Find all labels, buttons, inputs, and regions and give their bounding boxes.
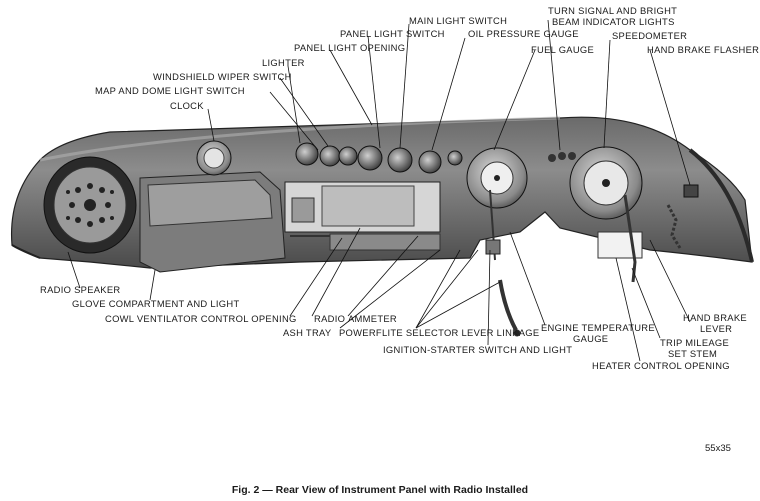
speedometer-shape: [548, 146, 643, 220]
label-radio-speaker: RADIO SPEAKER: [40, 284, 121, 295]
label-hand-brake-lever-line1: HAND BRAKE: [683, 312, 747, 323]
radio-shape: [284, 181, 441, 251]
label-radio: RADIO: [314, 313, 346, 324]
small-gauges: [295, 142, 463, 174]
label-panel-light-opening: PANEL LIGHT OPENING: [294, 42, 406, 53]
label-windshield-wiper-switch: WINDSHIELD WIPER SWITCH: [153, 71, 292, 82]
label-panel-light-switch: PANEL LIGHT SWITCH: [340, 28, 445, 39]
label-hand-brake-lever-line2: LEVER: [700, 323, 733, 334]
label-glove-compartment: GLOVE COMPARTMENT AND LIGHT: [72, 298, 240, 309]
engine-gauge-shape: [466, 147, 528, 209]
label-ammeter: AMMETER: [348, 313, 397, 324]
label-lighter: LIGHTER: [262, 57, 305, 68]
label-fuel-gauge: FUEL GAUGE: [531, 44, 595, 55]
glove-compartment-shape: [139, 171, 286, 273]
label-trip-mileage-line1: TRIP MILEAGE: [660, 337, 730, 348]
label-cowl-ventilator: COWL VENTILATOR CONTROL OPENING: [105, 313, 297, 324]
label-map-dome-light-switch: MAP AND DOME LIGHT SWITCH: [95, 85, 245, 96]
label-engine-temp-line2: GAUGE: [573, 333, 609, 344]
figure-number: 55x35: [705, 443, 731, 454]
label-powerflite: POWERFLITE SELECTOR LEVER LINKAGE: [339, 327, 540, 338]
label-oil-pressure-gauge: OIL PRESSURE GAUGE: [468, 28, 579, 39]
label-ash-tray: ASH TRAY: [283, 327, 332, 338]
label-hand-brake-flasher: HAND BRAKE FLASHER: [647, 44, 760, 55]
radio-speaker-shape: [43, 156, 137, 254]
label-turn-signal-line2: BEAM INDICATOR LIGHTS: [552, 16, 675, 27]
label-ignition-starter: IGNITION-STARTER SWITCH AND LIGHT: [383, 344, 573, 355]
hand-brake-parts: [666, 184, 699, 249]
label-turn-signal-line1: TURN SIGNAL AND BRIGHT: [548, 5, 678, 16]
label-speedometer: SPEEDOMETER: [612, 30, 688, 41]
label-main-light-switch: MAIN LIGHT SWITCH: [409, 15, 508, 26]
label-engine-temp-line1: ENGINE TEMPERATURE: [541, 322, 655, 333]
figure-caption: Fig. 2 — Rear View of Instrument Panel w…: [231, 484, 529, 496]
label-clock: CLOCK: [170, 100, 204, 111]
label-heater-control: HEATER CONTROL OPENING: [592, 360, 730, 371]
label-trip-mileage-line2: SET STEM: [668, 348, 718, 359]
linkage-rods: [485, 189, 637, 337]
leader-lines: [67, 19, 691, 362]
clock-shape: [196, 140, 232, 176]
